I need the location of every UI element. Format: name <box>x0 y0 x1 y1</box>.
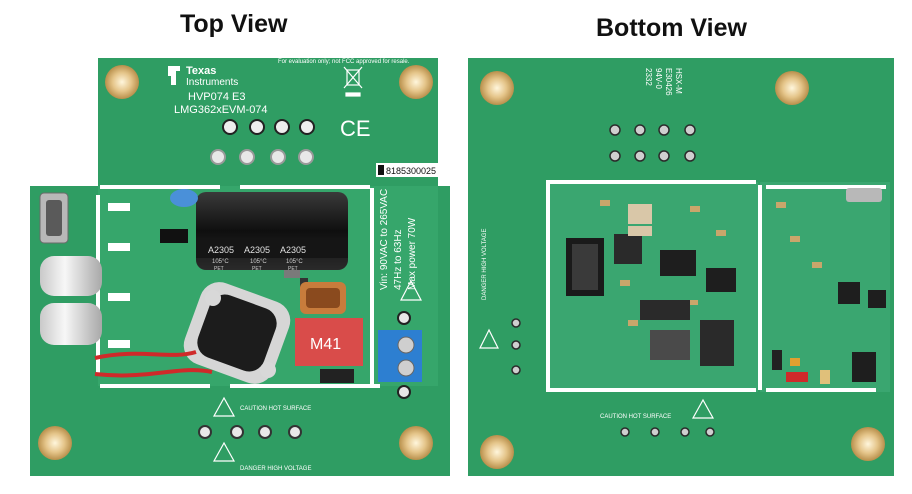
svg-text:E30426: E30426 <box>664 68 673 96</box>
output-capacitor <box>40 256 102 296</box>
output-capacitor <box>40 303 102 345</box>
svg-text:PET: PET <box>214 266 224 272</box>
serial-number: 8185300025 <box>386 166 436 176</box>
module-label: M41 <box>310 336 341 353</box>
brand-line-2: Instruments <box>186 77 238 88</box>
top-board: Texas Instruments For evaluation only; n… <box>30 58 450 476</box>
brand-line-1: Texas <box>186 65 216 77</box>
y-capacitor <box>170 189 198 207</box>
svg-text:PET: PET <box>288 266 298 272</box>
bottom-board: HSX-M E30426 94V-0 2332 <box>468 58 894 476</box>
input-spec: Vin: 90VAC to 265VAC 47Hz to 63Hz Max po… <box>379 189 418 290</box>
svg-text:A2305: A2305 <box>280 245 306 255</box>
svg-text:2332: 2332 <box>644 68 653 86</box>
eval-note: For evaluation only; not FCC approved fo… <box>278 59 410 65</box>
mounting-hole <box>480 435 514 469</box>
smd-components <box>566 200 736 366</box>
hot-surface-icon <box>691 398 715 419</box>
pcb-markings: HSX-M E30426 94V-0 2332 <box>644 68 683 96</box>
caution-text: CAUTION HOT SURFACE <box>600 414 671 420</box>
svg-text:47Hz to 63Hz: 47Hz to 63Hz <box>393 229 404 290</box>
red-wire <box>94 368 213 378</box>
mounting-hole <box>851 427 885 461</box>
mounting-hole <box>105 65 139 99</box>
svg-text:A2305: A2305 <box>244 245 270 255</box>
terminal-block <box>378 330 422 382</box>
mounting-hole <box>775 71 809 105</box>
danger-text: DANGER HIGH VOLTAGE <box>240 466 311 472</box>
svg-text:94V-0: 94V-0 <box>654 68 663 89</box>
top-view-title: Top View <box>180 10 288 38</box>
svg-text:DANGER HIGH VOLTAGE: DANGER HIGH VOLTAGE <box>482 229 488 300</box>
high-voltage-icon <box>212 441 236 462</box>
caution-text: CAUTION HOT SURFACE <box>240 406 311 412</box>
svg-text:PET: PET <box>252 266 262 272</box>
capacitor-marking: A2305 <box>208 245 234 255</box>
high-voltage-icon <box>479 328 499 349</box>
svg-text:Max power 70W: Max power 70W <box>407 217 418 290</box>
model-name-1: HVP074 E3 <box>188 91 245 103</box>
test-points-top <box>210 119 315 165</box>
red-wire <box>94 350 197 360</box>
recycle-bin-icon <box>343 66 363 97</box>
svg-text:HSX-M: HSX-M <box>674 68 683 94</box>
model-name-2: LMG362xEVM-074 <box>174 104 268 116</box>
test-points-bottom <box>198 425 302 439</box>
danger-label: DANGER HIGH VOLTAGE <box>482 229 488 300</box>
svg-text:105°C: 105°C <box>212 259 229 265</box>
bottom-view-title: Bottom View <box>596 14 747 42</box>
mounting-hole <box>399 65 433 99</box>
red-module <box>295 318 363 366</box>
ti-logo-icon <box>168 66 180 85</box>
svg-text:105°C: 105°C <box>286 259 303 265</box>
through-hole-pads <box>511 124 715 437</box>
serial-label <box>376 163 438 177</box>
hot-surface-icon <box>212 396 236 417</box>
high-voltage-icon <box>400 279 422 301</box>
svg-text:105°C: 105°C <box>250 259 267 265</box>
svg-text:Vin: 90VAC to 265VAC: Vin: 90VAC to 265VAC <box>379 189 390 290</box>
mounting-hole <box>480 71 514 105</box>
mounting-hole <box>38 426 72 460</box>
mounting-hole <box>399 426 433 460</box>
ce-mark: CE <box>340 116 371 141</box>
secondary-components <box>772 188 886 384</box>
small-component <box>160 229 188 243</box>
transformer <box>183 282 291 384</box>
